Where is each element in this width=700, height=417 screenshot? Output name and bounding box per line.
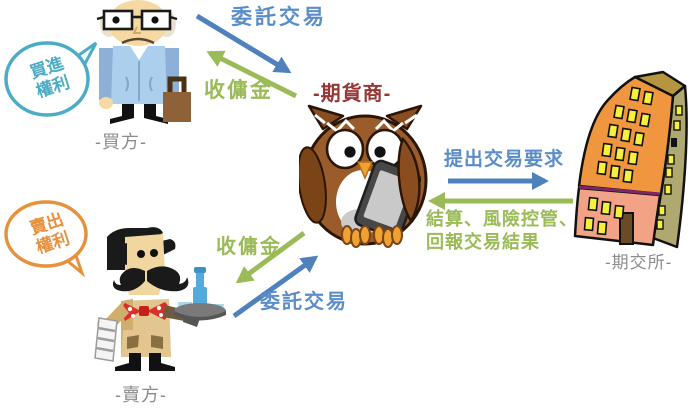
buyer-illustration <box>96 0 179 124</box>
sell-bubble-shape <box>4 200 88 277</box>
buy-bubble-shape <box>4 41 98 117</box>
towel <box>94 317 118 362</box>
flow-label-result-line1: 結算、風險控管、 <box>426 209 578 229</box>
arrow-buyer-to-broker <box>195 13 292 74</box>
exchange-label: -期交所- <box>605 253 673 272</box>
arrow-broker-to-seller <box>235 230 306 284</box>
briefcase-illustration <box>163 76 191 122</box>
seller-label: -賣方- <box>115 385 167 405</box>
sell-rights-speech-bubble: 賣出 權利 <box>2 197 98 277</box>
arrow-seller-to-broker <box>232 255 319 319</box>
flow-label-seller-entrust: 委託交易 <box>260 291 348 313</box>
arrow-broker-to-buyer <box>206 50 298 99</box>
flow-label-buyer-commission: 收傭金 <box>204 79 273 102</box>
flow-label-trade-request: 提出交易要求 <box>444 149 565 170</box>
exchange-building-illustration <box>573 70 688 249</box>
flow-label-trade-result: 結算、風險控管、 回報交易結果 <box>426 208 596 254</box>
flow-label-buyer-entrust: 委託交易 <box>231 6 327 29</box>
seller-illustration <box>94 227 226 371</box>
broker-owl-illustration <box>299 104 428 248</box>
flow-label-result-line2: 回報交易結果 <box>426 232 540 252</box>
tray <box>174 267 226 321</box>
buy-rights-speech-bubble: 買進 權利 <box>2 35 98 121</box>
buyer-label: -買方- <box>95 132 147 152</box>
broker-label: -期貨商- <box>313 83 392 105</box>
flow-label-seller-commission: 收傭金 <box>216 236 282 258</box>
